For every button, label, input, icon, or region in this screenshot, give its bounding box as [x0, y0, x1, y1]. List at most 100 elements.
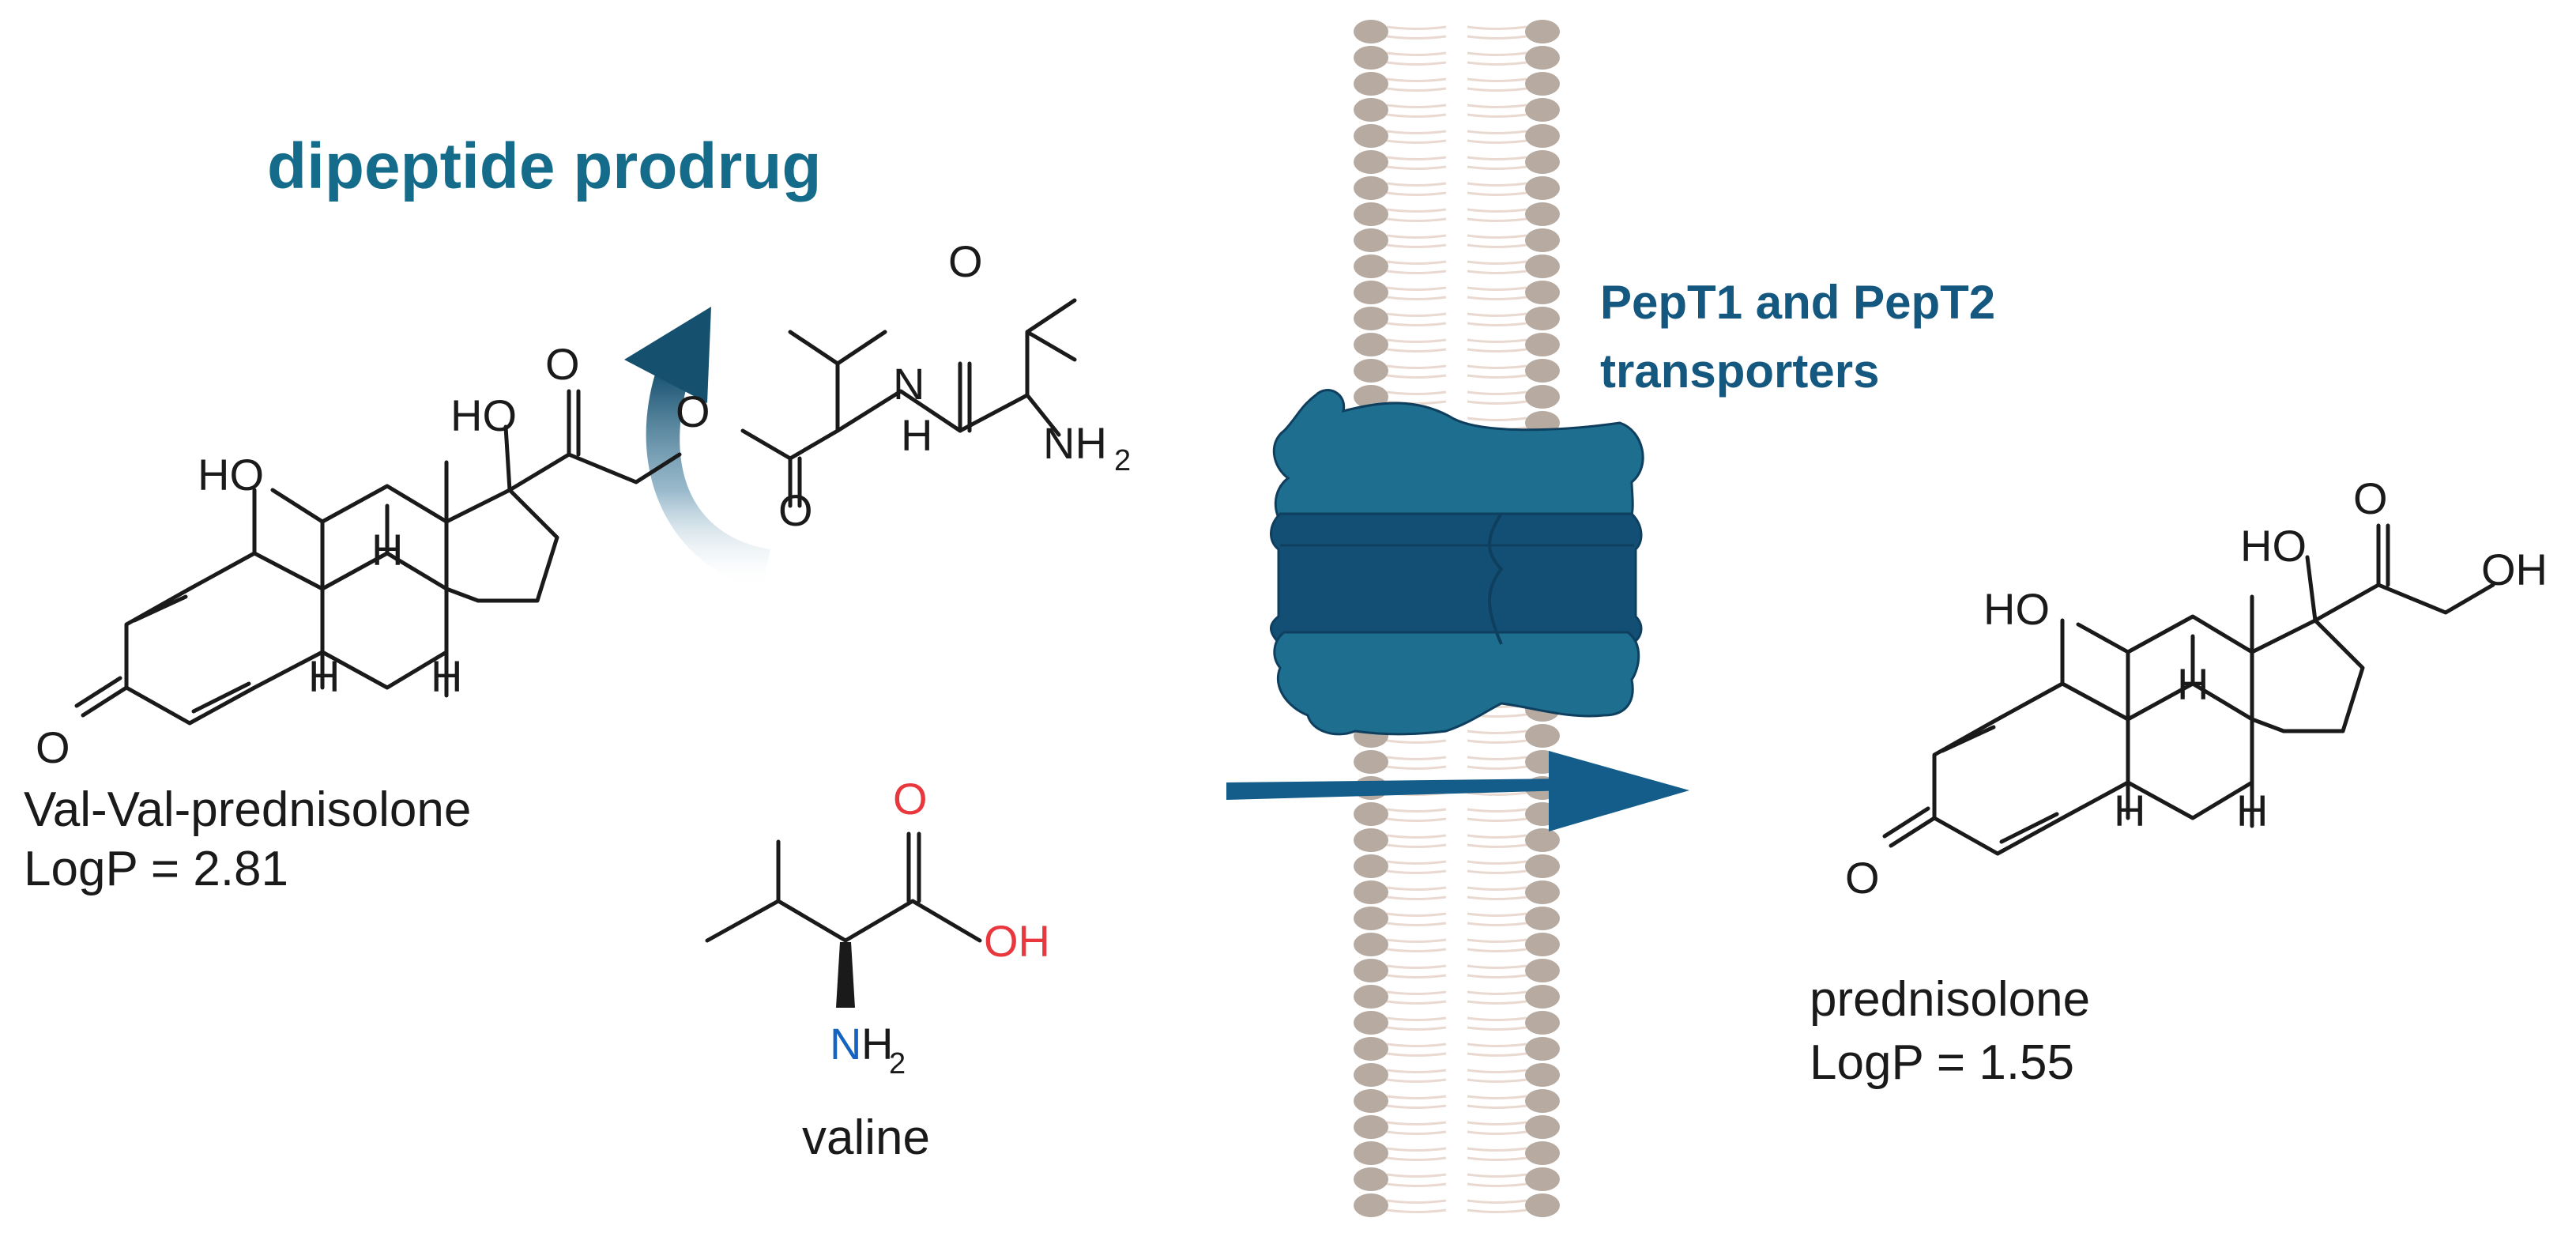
side-chain-bond — [507, 452, 571, 492]
lipid-tail — [1386, 217, 1447, 222]
lipid-head — [1525, 46, 1560, 70]
lipid-tail — [1386, 860, 1447, 865]
lipid-tail — [1386, 208, 1447, 213]
atom-ho-11: HO — [198, 450, 264, 500]
hydroxyl-11-bond — [270, 488, 325, 524]
lipid-head — [1354, 907, 1388, 930]
lipid-tail — [1386, 286, 1447, 291]
transporter-lower-lobe — [1273, 631, 1640, 736]
lipid-head — [1354, 176, 1388, 200]
lipid-tail — [1467, 843, 1527, 848]
lipid-head — [1354, 1115, 1388, 1139]
p-atom-h-8: H — [2177, 659, 2209, 709]
transporter-label-line2: transporters — [1600, 345, 1879, 398]
lipid-tail — [1386, 1069, 1447, 1073]
lipid-tail — [1467, 374, 1527, 379]
lipid-tail — [1467, 1095, 1527, 1099]
lipid-head — [1525, 1063, 1560, 1087]
lipid-tail — [1467, 739, 1527, 744]
lipid-head — [1525, 724, 1560, 748]
lipid-tail — [1467, 270, 1527, 274]
lipid-tail — [1467, 51, 1527, 56]
lipid-tail — [1467, 808, 1527, 813]
lipid-head — [1354, 1063, 1388, 1087]
lipid-head — [1525, 124, 1560, 148]
lipid-tail — [1467, 1026, 1527, 1031]
lipid-tail — [1467, 1104, 1527, 1109]
lipid-tail — [1467, 1069, 1527, 1073]
lipid-tail — [1467, 834, 1527, 839]
lipid-head — [1525, 880, 1560, 904]
valine-skeleton — [705, 839, 982, 943]
lipid-head — [1525, 1089, 1560, 1113]
lipid-head — [1354, 1011, 1388, 1035]
lipid-tail — [1467, 243, 1527, 248]
lipid-tail — [1467, 1121, 1527, 1125]
lipid-tail — [1386, 1052, 1447, 1057]
p-atom-h-14: H — [2236, 786, 2268, 835]
lipid-tail — [1386, 1078, 1447, 1083]
p-ring-a — [1932, 681, 2130, 856]
lipid-tail — [1386, 817, 1447, 822]
lipid-tail — [1467, 1016, 1527, 1021]
lipid-tail — [1467, 912, 1527, 917]
lipid-tail — [1467, 1199, 1527, 1204]
lipid-tail — [1467, 25, 1527, 30]
lipid-tail — [1386, 61, 1447, 66]
lipid-tail — [1386, 156, 1447, 160]
valine-wedge-bond — [836, 942, 855, 1008]
lipid-tail — [1467, 791, 1527, 796]
cleavage-curved-arrow — [624, 307, 770, 589]
pept-transporter-protein — [1270, 389, 1644, 736]
lipid-head — [1354, 1141, 1388, 1165]
lipid-tail — [1467, 217, 1527, 222]
lipid-tail — [1386, 25, 1447, 30]
lipid-tail — [1386, 1208, 1447, 1213]
transporter-inner-groove — [1488, 512, 1504, 645]
valine-2-chain — [958, 298, 1077, 437]
lipid-tail — [1467, 87, 1527, 92]
lipid-tail — [1467, 756, 1527, 760]
lipid-head — [1354, 1037, 1388, 1061]
ring-c-bonds — [320, 484, 449, 591]
lipid-head — [1525, 202, 1560, 226]
lipid-head — [1354, 1089, 1388, 1113]
lipid-tail — [1386, 948, 1447, 952]
lipid-tail — [1467, 348, 1527, 353]
lipid-tail — [1467, 1130, 1527, 1135]
prodrug-name: Val-Val-prednisolone — [24, 782, 471, 837]
valine-structure: O OH N H 2 — [705, 774, 1050, 1080]
lipid-tail — [1386, 1173, 1447, 1178]
valine-atom-h: H — [861, 1019, 893, 1069]
lipid-tail — [1467, 390, 1527, 395]
lipid-tail — [1467, 1156, 1527, 1161]
lipid-tail — [1386, 990, 1447, 995]
valine-carbonyl — [906, 831, 921, 903]
lipid-tail — [1386, 390, 1447, 395]
product-name: prednisolone — [1810, 972, 2090, 1027]
hydroxyl-17-bond — [503, 424, 512, 492]
transport-arrow — [1226, 751, 1689, 831]
lipid-tail — [1467, 139, 1527, 144]
lipid-head — [1525, 307, 1560, 330]
lipid-head — [1354, 20, 1388, 43]
atom-o-3: O — [36, 722, 70, 772]
lipid-tail — [1386, 895, 1447, 900]
lipid-tail — [1467, 730, 1527, 734]
lipid-tail — [1386, 834, 1447, 839]
ring-a-double-2 — [191, 681, 251, 714]
lipid-tail — [1386, 364, 1447, 369]
lipid-head — [1354, 202, 1388, 226]
atom-o-amide: O — [948, 236, 983, 286]
lipid-head — [1525, 228, 1560, 252]
lipid-head — [1525, 281, 1560, 304]
lipid-head — [1525, 359, 1560, 383]
lipid-tail — [1386, 130, 1447, 134]
lipid-tail — [1467, 948, 1527, 952]
lipid-tail — [1386, 104, 1447, 108]
lipid-tail — [1467, 234, 1527, 239]
lipid-head — [1525, 1193, 1560, 1217]
prednisolone-structure: HO HO O OH O H H H — [1845, 473, 2548, 903]
lipid-head — [1354, 802, 1388, 826]
